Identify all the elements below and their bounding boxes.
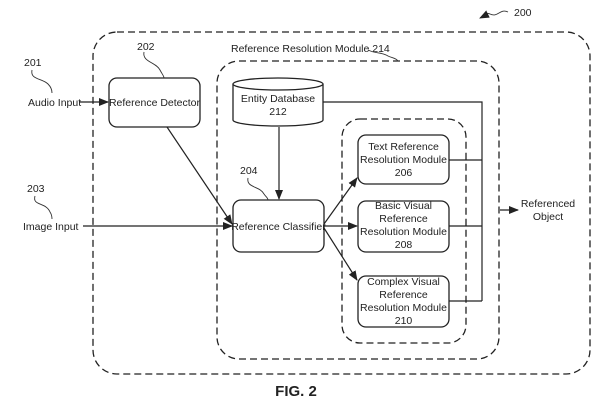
classifier-to-complex-visual-arrow — [323, 227, 358, 281]
rrm-leader — [367, 49, 399, 62]
entity-database-top — [232, 77, 324, 91]
basic-visual-module-line-2: Reference — [379, 213, 428, 225]
system-ref-leader — [479, 10, 509, 19]
entity-database-label: Entity Database — [241, 93, 315, 105]
basic-visual-module-ref: 208 — [395, 239, 413, 251]
reference-classifier-label: Reference Classifier — [231, 221, 326, 233]
outer-system-container — [92, 31, 591, 375]
text-module-ref: 206 — [395, 167, 413, 179]
database-to-output-line — [323, 101, 483, 301]
reference-detector-ref: 202 — [137, 41, 155, 53]
image-input-leader — [34, 195, 53, 220]
image-input-label: Image Input — [23, 221, 79, 233]
audio-input-ref: 201 — [24, 57, 42, 69]
image-input-ref: 203 — [27, 183, 45, 195]
audio-input-label: Audio Input — [28, 97, 81, 109]
reference-resolution-module-container — [216, 60, 500, 360]
system-ref-label: 200 — [514, 7, 532, 19]
reference-detector-leader — [143, 51, 165, 79]
reference-detector-label: Reference Detector — [109, 97, 201, 109]
reference-detector-box[interactable] — [108, 77, 201, 128]
referenced-object-line-1: Referenced — [521, 198, 575, 210]
reference-classifier-leader — [247, 177, 269, 201]
basic-visual-module-line-3: Resolution Module — [360, 226, 447, 238]
entity-database-body — [232, 84, 324, 127]
text-module-line-1: Text Reference — [368, 141, 439, 153]
reference-resolution-module-label: Reference Resolution Module 214 — [231, 43, 390, 55]
classifier-to-text-module-arrow — [323, 177, 358, 225]
figure-caption: FIG. 2 — [275, 383, 317, 400]
entity-database-ref: 212 — [269, 106, 287, 118]
entity-database[interactable]: Entity Database 212 — [232, 77, 324, 127]
complex-visual-module-line-2: Reference — [379, 289, 428, 301]
resolution-modules-container — [341, 118, 467, 344]
complex-visual-module-line-1: Complex Visual — [367, 276, 440, 288]
text-module-line-2: Resolution Module — [360, 154, 447, 166]
basic-visual-module-line-1: Basic Visual — [375, 200, 432, 212]
detector-to-classifier-arrow — [166, 126, 233, 225]
audio-input-leader — [31, 69, 53, 94]
reference-classifier-ref: 204 — [240, 165, 258, 177]
referenced-object-line-2: Object — [533, 211, 563, 223]
complex-visual-module-line-3: Resolution Module — [360, 302, 447, 314]
complex-visual-module-ref: 210 — [395, 315, 413, 327]
